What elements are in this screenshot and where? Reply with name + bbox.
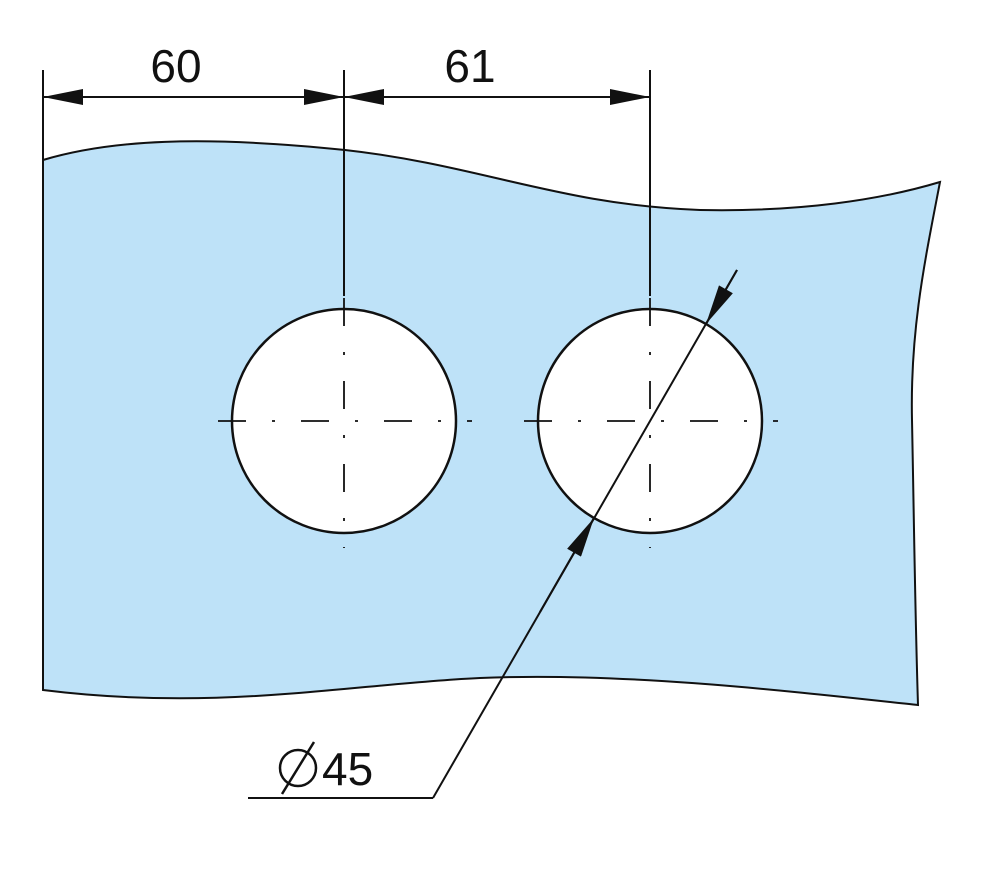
glass-plate bbox=[42, 140, 942, 707]
diameter-arrow-top bbox=[705, 269, 738, 325]
hole-left bbox=[230, 307, 458, 535]
diameter-label: 45 bbox=[322, 743, 373, 795]
diameter-symbol-icon bbox=[278, 741, 318, 795]
dimension-label-60: 60 bbox=[150, 40, 201, 92]
diameter-arrow-bottom bbox=[539, 517, 595, 613]
dimension-label-61: 61 bbox=[444, 40, 495, 92]
